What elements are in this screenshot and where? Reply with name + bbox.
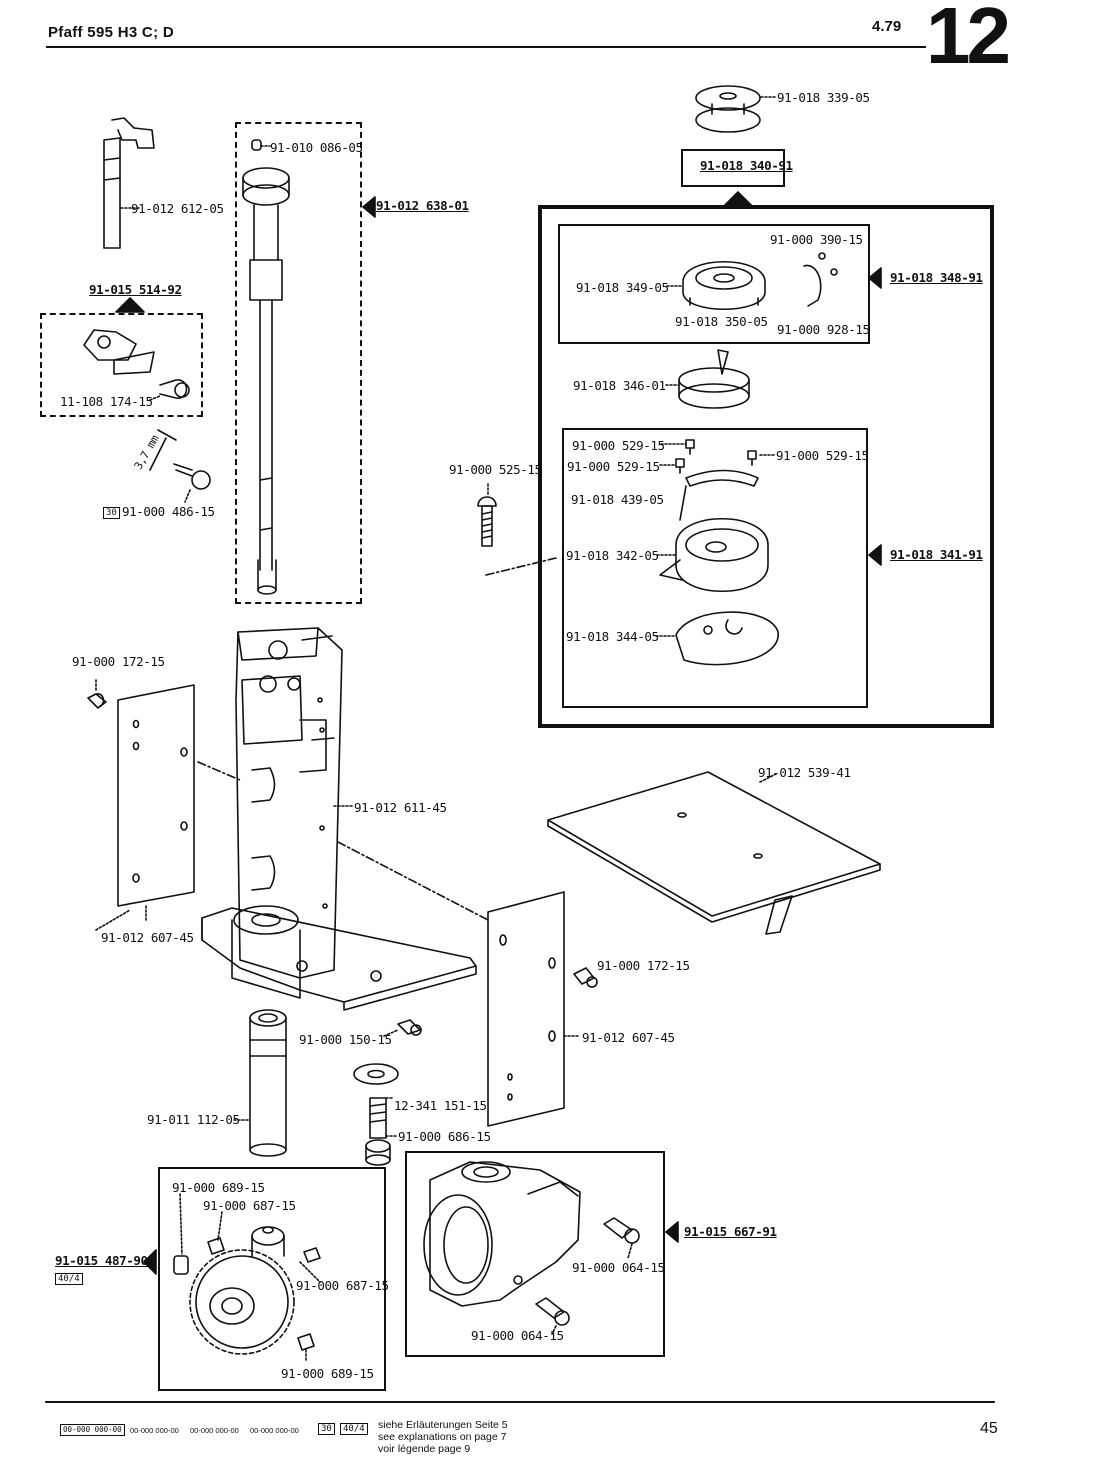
part-label-91-000-689-15-bottom: 91-000 689-15 [281,1366,374,1381]
part-label-91-000-529-15-a: 91-000 529-15 [572,438,665,453]
hook-screws-part [675,439,757,474]
part-label-91-018-349-05: 91-018 349-05 [576,280,669,295]
assembly-label-91-018-341-91: 91-018 341-91 [890,547,983,562]
lever-arm-part [103,117,155,249]
base-plate-part [201,905,477,1011]
hook-body-part [659,518,769,592]
assembly-label-91-015-487-90: 91-015 487-90 [55,1253,148,1268]
legend-code-2: 00-000 000-00 [130,1426,179,1435]
legend-code-3: 00-000 000-00 [190,1426,239,1435]
screw-172-left-part [87,693,107,709]
screw-525-part [477,496,497,547]
hook-assembly-frame [538,205,994,728]
assembly-label-91-015-514-92: 91-015 514-92 [89,282,182,297]
part-label-91-000-172-15-right: 91-000 172-15 [597,958,690,973]
bobbin-part [695,85,761,133]
shaft-pin-part [251,139,262,151]
screw-174-part [159,379,190,399]
part-label-91-018-346-01: 91-018 346-01 [573,378,666,393]
hook-cover-part [675,611,779,666]
assembly-label-91-018-348-91: 91-018 348-91 [890,270,983,285]
legend-code-4: 00-000 000-00 [250,1426,299,1435]
bearing-housing-part [423,1161,581,1307]
legend-code-1: 00-000 000-00 [60,1424,125,1436]
part-label-91-000-529-15-b: 91-000 529-15 [776,448,869,463]
washer-part [353,1063,399,1085]
tension-spring-part [803,252,838,307]
footer-note-german: siehe Erläuterungen Seite 5 [378,1419,508,1431]
hook-ring-part [678,349,750,409]
assembly-label-91-012-638-01: 91-012 638-01 [376,198,469,213]
bolt-686-part [365,1097,391,1166]
part-label-91-000-686-15: 91-000 686-15 [398,1129,491,1144]
part-label-91-012-612-05: 91-012 612-05 [131,201,224,216]
reference-tag-40-4: 40/4 [55,1273,83,1285]
part-label-91-000-928-15: 91-000 928-15 [777,322,870,337]
screw-150-part [397,1019,422,1036]
part-label-91-000-687-15-bottom: 91-000 687-15 [296,1278,389,1293]
bobbin-case-label-box [681,149,785,187]
part-label-91-000-689-15-top: 91-000 689-15 [172,1180,265,1195]
clamp-part [83,329,155,375]
bearing-group-box [405,1151,665,1357]
part-label-91-010-086-05: 91-010 086-05 [270,140,363,155]
footer-note-english: see explanations on page 7 [378,1431,507,1443]
header-rule [46,46,926,48]
part-label-91-018-344-05: 91-018 344-05 [566,629,659,644]
page-number: 45 [980,1420,998,1437]
part-label-91-000-390-15: 91-000 390-15 [770,232,863,247]
page-header-date: 4.79 [872,18,902,35]
part-label-91-018-439-05: 91-018 439-05 [571,492,664,507]
footer-note-french: voir légende page 9 [378,1443,471,1455]
gear-screws-part [173,1237,321,1351]
part-label-91-018-342-05: 91-018 342-05 [566,548,659,563]
part-label-91-011-112-05: 91-011 112-05 [147,1112,240,1127]
main-housing-part [235,627,343,979]
part-label-91-012-611-45: 91-012 611-45 [354,800,447,815]
part-label-91-018-339-05: 91-018 339-05 [777,90,870,105]
sprocket-gear-part [189,1226,295,1355]
bushing-part [249,1009,287,1157]
screw-172-right-part [573,967,598,988]
hook-shaft-part [242,167,290,595]
part-label-91-000-150-15: 91-000 150-15 [299,1032,392,1047]
part-label-91-000-687-15-top: 91-000 687-15 [203,1198,296,1213]
part-label-91-018-350-05: 91-018 350-05 [675,314,768,329]
gib-part [685,469,759,487]
legend-code-6: 40/4 [340,1423,368,1435]
bobbin-case-group-box [558,224,870,344]
side-plate-left-part [117,684,195,907]
part-label-91-012-607-45-left: 91-012 607-45 [101,930,194,945]
part-label-91-000-172-15-left: 91-000 172-15 [72,654,165,669]
part-label-91-000-529-15-c: 91-000 529-15 [567,459,660,474]
reference-tag-30: 30 [103,507,120,519]
page-header-title: Pfaff 595 H3 C; D [48,24,174,41]
screw-064-b-part [535,1297,570,1326]
gear-group-box [158,1167,386,1391]
shaft-dashed-frame [235,122,362,604]
arrow-up-icon [723,191,753,207]
part-label-91-000-525-15: 91-000 525-15 [449,462,542,477]
part-label-91-012-607-45-right: 91-012 607-45 [582,1030,675,1045]
part-label-12-341-151-15: 12-341 151-15 [394,1098,487,1113]
part-label-91-012-539-41: 91-012 539-41 [758,765,851,780]
part-label-91-000-064-15-b: 91-000 064-15 [471,1328,564,1343]
side-plate-right-part [487,891,565,1127]
part-label-91-000-064-15-a: 91-000 064-15 [572,1260,665,1275]
lever-dashed-frame [40,313,203,417]
part-label-91-000-486-15: 91-000 486-15 [122,504,215,519]
assembly-label-91-015-667-91: 91-015 667-91 [684,1224,777,1239]
bobbin-case-part [682,260,766,311]
screw-064-a-part [603,1217,640,1244]
hook-group-box [562,428,868,708]
cover-plate-part [547,771,881,935]
legend-code-5: 30 [318,1423,335,1435]
screw-486-part [149,429,211,490]
plate-number: 12 [926,0,1011,80]
assembly-label-91-018-340-91: 91-018 340-91 [700,158,793,173]
part-label-11-108-174-15: 11-108 174-15 [60,394,153,409]
